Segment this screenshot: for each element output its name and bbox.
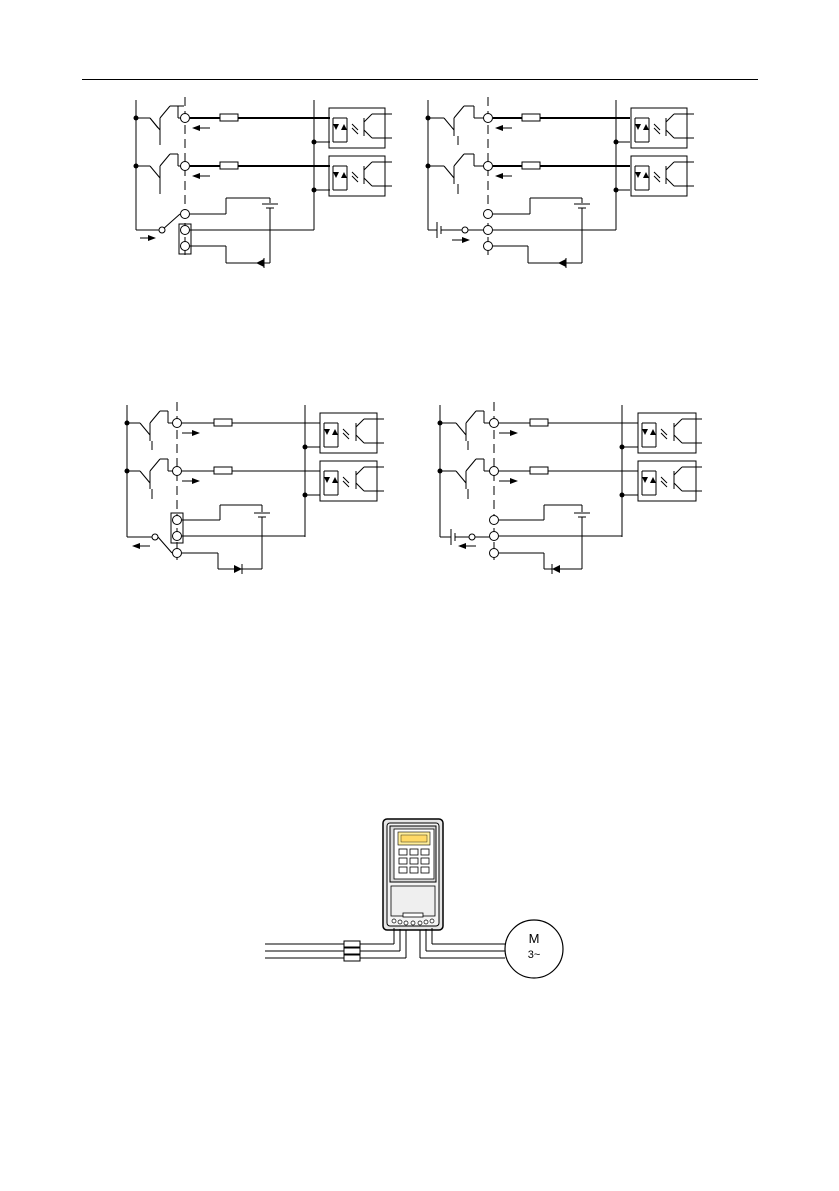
inverter-unit (383, 819, 443, 930)
input-power-lines (265, 928, 406, 961)
motor-phase-label: 3~ (520, 949, 548, 961)
motor-label: M (524, 931, 544, 946)
keypad (399, 849, 429, 873)
output-motor-lines (420, 928, 510, 958)
